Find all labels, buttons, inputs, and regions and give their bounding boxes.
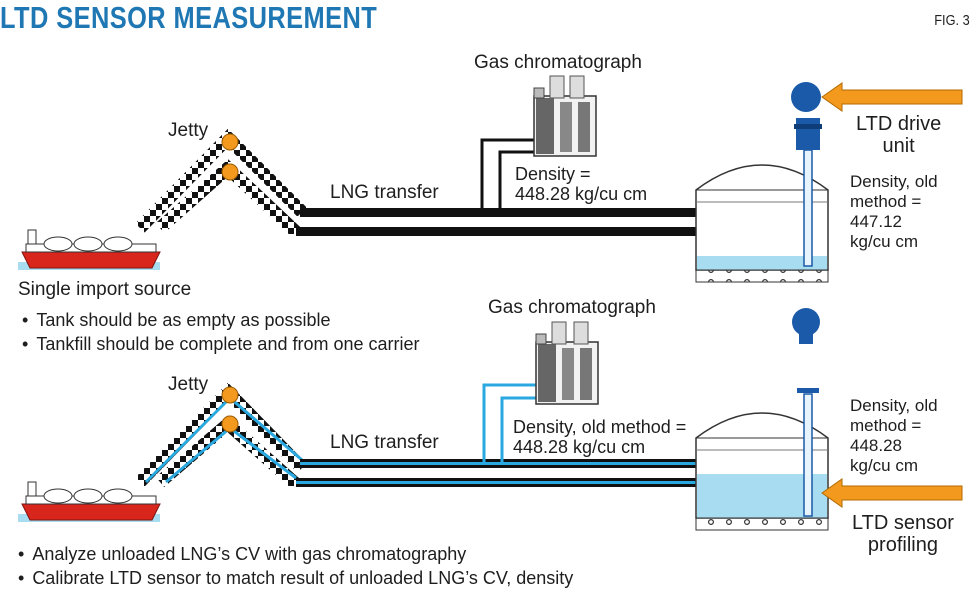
top-gc-density: Density = 448.28 kg/cu cm bbox=[515, 164, 648, 204]
top-jetty-point-lower bbox=[221, 163, 239, 181]
top-jetty-structure bbox=[135, 128, 307, 237]
bottom-bullet-list: Analyze unloaded LNG’s CV with gas chrom… bbox=[18, 542, 573, 590]
bottom-jetty-point-lower bbox=[221, 415, 239, 433]
bottom-tank-density: Density, old method = 448.28 kg/cu cm bbox=[850, 396, 938, 475]
bottom-transfer-label: LNG transfer bbox=[330, 432, 439, 453]
top-lng-ship-icon bbox=[18, 229, 161, 270]
bottom-ltd-device-icon bbox=[792, 308, 820, 517]
top-jetty-point-upper bbox=[221, 133, 239, 151]
figure-title: LTD SENSOR MEASUREMENT bbox=[0, 0, 378, 35]
list-item: Tankfill should be complete and from one… bbox=[22, 332, 419, 356]
top-ltd-device-icon bbox=[791, 82, 822, 267]
bottom-jetty-structure bbox=[135, 382, 307, 489]
bottom-lng-ship-icon bbox=[18, 481, 161, 522]
list-item: Calibrate LTD sensor to match result of … bbox=[18, 566, 573, 590]
figure-number: FIG. 3 bbox=[934, 12, 970, 29]
top-transfer-pipes bbox=[296, 138, 696, 236]
top-gc-label: Gas chromatograph bbox=[474, 52, 642, 73]
sensor-profiling-arrow-icon bbox=[821, 478, 963, 508]
bottom-gc-density: Density, old method = 448.28 kg/cu cm bbox=[513, 417, 687, 457]
top-jetty-label: Jetty bbox=[168, 120, 209, 141]
list-item: Tank should be as empty as possible bbox=[22, 308, 420, 332]
top-bullet-list: Tank should be as empty as possible Tank… bbox=[22, 308, 420, 356]
bottom-gas-chromatograph-icon bbox=[535, 321, 599, 405]
drive-unit-arrow-icon bbox=[821, 82, 963, 112]
bottom-transfer-pipes bbox=[296, 383, 696, 487]
top-transfer-label: LNG transfer bbox=[330, 182, 439, 203]
list-item: Analyze unloaded LNG’s CV with gas chrom… bbox=[18, 542, 573, 566]
top-storage-tank bbox=[695, 164, 829, 283]
bottom-jetty-point-upper bbox=[221, 386, 239, 404]
bottom-gc-label: Gas chromatograph bbox=[488, 297, 656, 318]
source-label: Single import source bbox=[18, 279, 192, 300]
top-gas-chromatograph-icon bbox=[533, 75, 597, 157]
top-tank-density: Density, old method = 447.12 kg/cu cm bbox=[850, 172, 938, 251]
sensor-profiling-label: LTD sensor profiling bbox=[852, 512, 954, 556]
bottom-jetty-label: Jetty bbox=[168, 374, 209, 395]
drive-unit-label: LTD drive unit bbox=[856, 113, 942, 157]
